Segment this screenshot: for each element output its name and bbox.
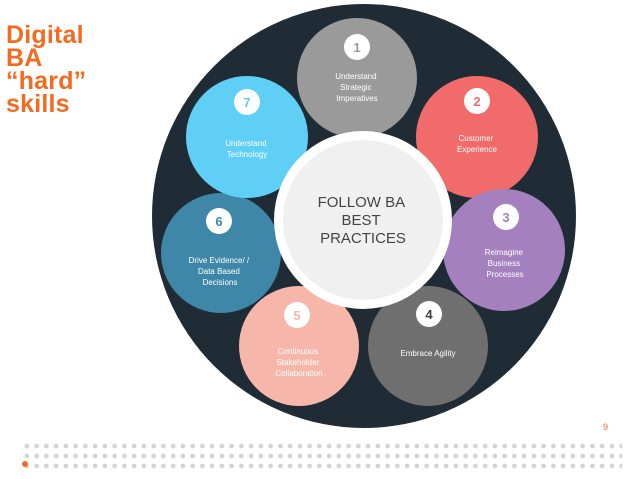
skill-node-1: 1 Understand Strategic Imperatives [297,18,417,138]
center-label: FOLLOW BA BEST PRACTICES [318,194,409,247]
skill-circle [368,286,488,406]
skill-number: 1 [353,40,360,55]
skill-number-badge [206,208,232,234]
skill-label-line: Understand [335,72,376,81]
skill-node-7: 7 Understand Technology [186,76,308,198]
skill-circle [416,76,538,198]
skill-label: Reimagine Business Processes [485,248,525,279]
skill-node-6: 6 Drive Evidence/ / Data Based Decisions [161,193,281,313]
center-label-line: FOLLOW BA [318,194,406,211]
center-label-line: BEST [341,212,380,229]
skill-circle [443,189,565,311]
skill-label: Customer Experience [457,134,498,154]
center-label-line: PRACTICES [320,230,406,247]
skill-label-line: Business [488,259,520,268]
skill-circle [297,18,417,138]
skill-label: Drive Evidence/ / Data Based Decisions [189,256,252,287]
skill-label-line: Strategic [340,83,372,92]
dot-pattern-divider [22,441,622,471]
skill-number: 2 [473,94,480,109]
title-line: skills [6,90,70,118]
skill-label-line: Drive Evidence/ / [189,256,250,265]
skill-label-line: Customer [459,134,494,143]
skill-node-5: 5 Continuous Stakeholder Collaboration [239,286,359,406]
skill-circle [186,76,308,198]
skill-number: 6 [215,214,222,229]
skill-number-badge [344,34,370,60]
skill-node-3: 3 Reimagine Business Processes [443,189,565,311]
skill-label-line: Imperatives [336,94,377,103]
skill-number: 4 [425,307,433,322]
slide-title: Digital BA “hard” skills [6,21,87,118]
skill-label: Continuous Stakeholder Collaboration [275,347,322,378]
skill-label-line: Experience [457,145,498,154]
skill-label-line: Reimagine [485,248,524,257]
skill-number-badge [416,301,442,327]
title-line: BA [6,44,43,72]
skill-number: 3 [502,210,509,225]
skill-label-line: Technology [227,150,267,159]
skill-label-line: Stakeholder [277,358,320,367]
skill-number: 7 [243,95,250,110]
skill-number-badge [234,89,260,115]
skill-number-badge [464,88,490,114]
skill-label-line: Embrace Agility [400,349,455,358]
skill-label: Embrace Agility [400,349,455,358]
skill-label-line: Data Based [198,267,240,276]
skill-number-badge [493,204,519,230]
skill-circle [239,286,359,406]
skill-number-badge [284,302,310,328]
skill-label-line: Collaboration [275,369,322,378]
skill-label-line: Decisions [203,278,238,287]
skill-label-line: Understand [225,139,266,148]
skill-node-2: 2 Customer Experience [416,76,538,198]
skill-label: Understand Technology [225,139,269,159]
title-line: “hard” [6,67,87,95]
skill-label: Understand Strategic Imperatives [335,72,379,103]
page-number: 9 [602,422,608,432]
accent-dot [22,461,28,467]
skill-node-4: 4 Embrace Agility [368,286,488,406]
skill-circle [161,193,281,313]
center-hub-inner [283,140,443,300]
skill-number: 5 [293,308,300,323]
title-line: Digital [6,21,84,49]
skill-label-line: Processes [486,270,523,279]
skill-label-line: Continuous [278,347,318,356]
